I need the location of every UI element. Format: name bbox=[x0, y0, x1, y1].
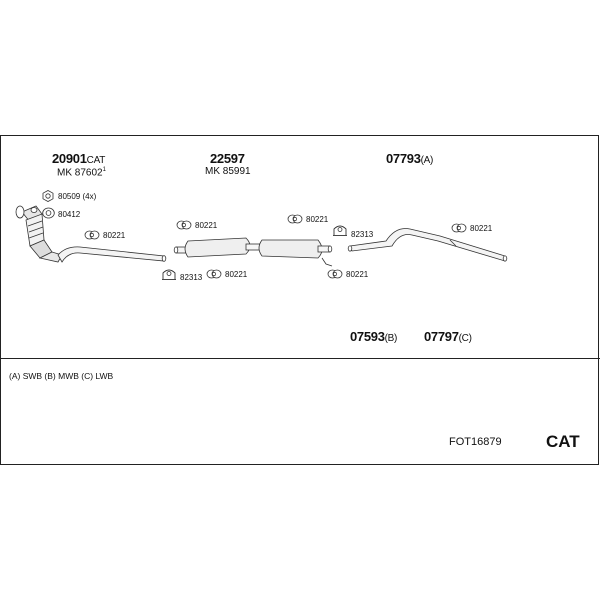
clamp-icon bbox=[451, 223, 467, 233]
hardware-label-80221-e: 80221 bbox=[346, 270, 369, 279]
kit-code: FOT16879 bbox=[449, 436, 502, 448]
nut-icon bbox=[42, 190, 54, 202]
part-number-20901-text: 20901 bbox=[52, 151, 87, 166]
rubber-hanger-icon bbox=[162, 269, 176, 280]
hardware-label-82313-b: 82313 bbox=[351, 230, 374, 239]
hardware-label-80221-f: 80221 bbox=[470, 224, 493, 233]
clamp-icon bbox=[176, 220, 192, 230]
rubber-hanger-icon bbox=[333, 225, 347, 236]
variant-legend: (A) SWB (B) MWB (C) LWB bbox=[9, 371, 114, 381]
mk-87602: MK 876021 bbox=[57, 167, 106, 178]
variant-a: (A) bbox=[420, 155, 434, 166]
clamp-icon bbox=[327, 269, 343, 279]
gasket-icon bbox=[42, 207, 55, 219]
hardware-label-80221-d: 80221 bbox=[225, 270, 248, 279]
diagram-frame bbox=[0, 135, 599, 465]
hardware-label-80221-c: 80221 bbox=[306, 215, 329, 224]
variant-b: (B) bbox=[384, 333, 398, 344]
part-number-07793: 07793(A) bbox=[386, 152, 433, 166]
hardware-label-80221-a: 80221 bbox=[103, 231, 126, 240]
tail-pipe-drawing bbox=[347, 228, 508, 262]
variant-c: (C) bbox=[458, 333, 472, 344]
hardware-label-80509: 80509 (4x) bbox=[58, 192, 97, 201]
footnote-1: 1 bbox=[102, 167, 106, 173]
part-number-22597: 22597 bbox=[210, 151, 245, 166]
part-number-20901: 20901CAT bbox=[52, 152, 105, 166]
category-label: CAT bbox=[546, 432, 580, 451]
clamp-icon bbox=[84, 230, 100, 240]
catalytic-converter-drawing bbox=[15, 205, 63, 263]
hardware-label-82313-a: 82313 bbox=[180, 273, 203, 282]
mk-85991: MK 85991 bbox=[205, 166, 251, 177]
part-number-07793-text: 07793 bbox=[386, 151, 421, 166]
part-number-07593: 07593(B) bbox=[350, 330, 397, 344]
silencer-drawing bbox=[173, 237, 333, 267]
clamp-icon bbox=[206, 269, 222, 279]
part-number-07593-text: 07593 bbox=[350, 329, 385, 344]
hardware-label-80412: 80412 bbox=[58, 210, 81, 219]
part-number-07797: 07797(C) bbox=[424, 330, 472, 344]
mk-87602-text: MK 87602 bbox=[57, 167, 103, 179]
clamp-icon bbox=[287, 214, 303, 224]
part-number-07797-text: 07797 bbox=[424, 329, 459, 344]
part-suffix-cat: CAT bbox=[86, 155, 106, 166]
front-pipe-drawing bbox=[57, 246, 167, 263]
section-divider bbox=[0, 358, 600, 359]
hardware-label-80221-b: 80221 bbox=[195, 221, 218, 230]
